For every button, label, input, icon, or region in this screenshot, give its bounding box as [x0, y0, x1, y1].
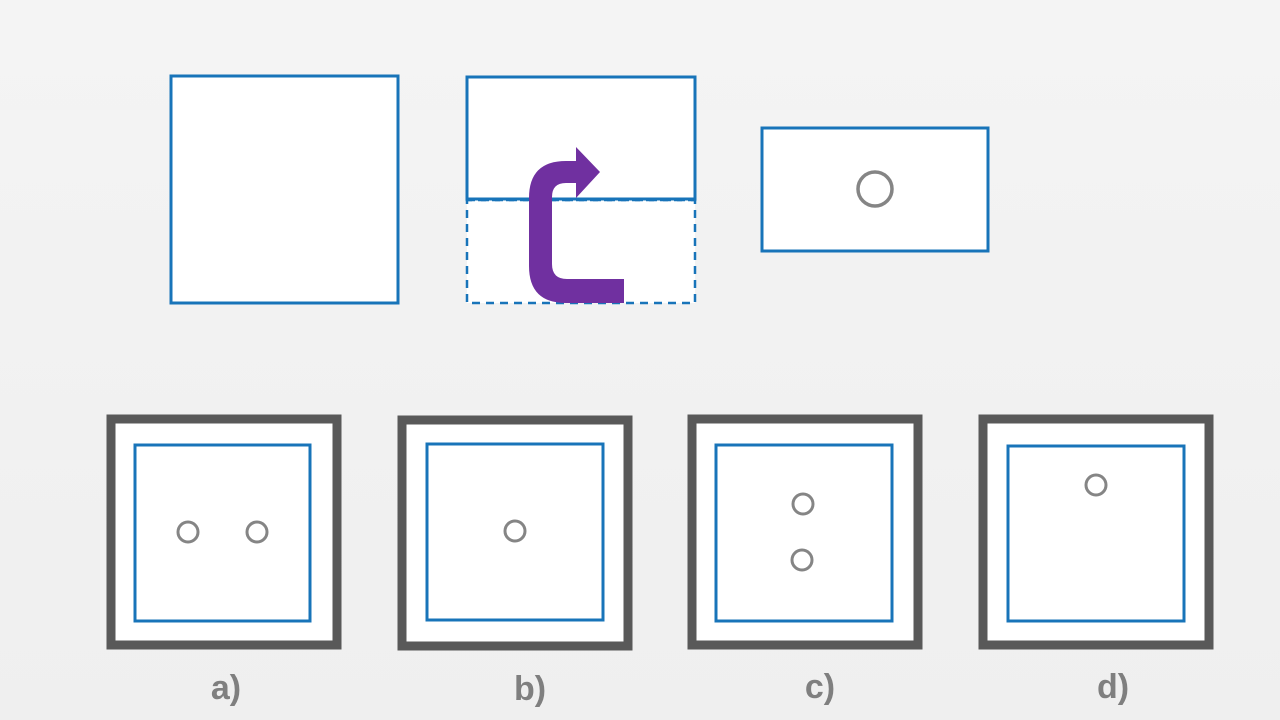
option-c-hole	[790, 548, 814, 572]
option-b-label: b)	[513, 670, 547, 708]
option-a-paper	[133, 443, 312, 623]
option-a-hole	[245, 520, 269, 544]
option-a-hole	[176, 520, 200, 544]
step2-fold	[465, 75, 697, 305]
option-b[interactable]	[397, 415, 633, 651]
option-c-hole	[791, 492, 815, 516]
option-a[interactable]	[106, 414, 342, 650]
step1-square-paper	[169, 74, 400, 305]
step3-punched	[760, 126, 990, 253]
punched-hole	[856, 170, 894, 208]
option-b-hole	[503, 519, 527, 543]
option-c-paper	[714, 443, 894, 623]
answer-options	[106, 414, 1214, 651]
option-d[interactable]	[978, 414, 1214, 650]
option-d-hole	[1084, 473, 1108, 497]
option-d-paper	[1006, 444, 1186, 623]
option-d-label: d)	[1096, 668, 1130, 706]
question-sequence	[169, 74, 990, 305]
option-c[interactable]	[687, 414, 923, 650]
option-a-label: a)	[210, 669, 242, 707]
option-c-label: c)	[804, 668, 836, 706]
curved-up-arrow-icon	[529, 147, 624, 303]
